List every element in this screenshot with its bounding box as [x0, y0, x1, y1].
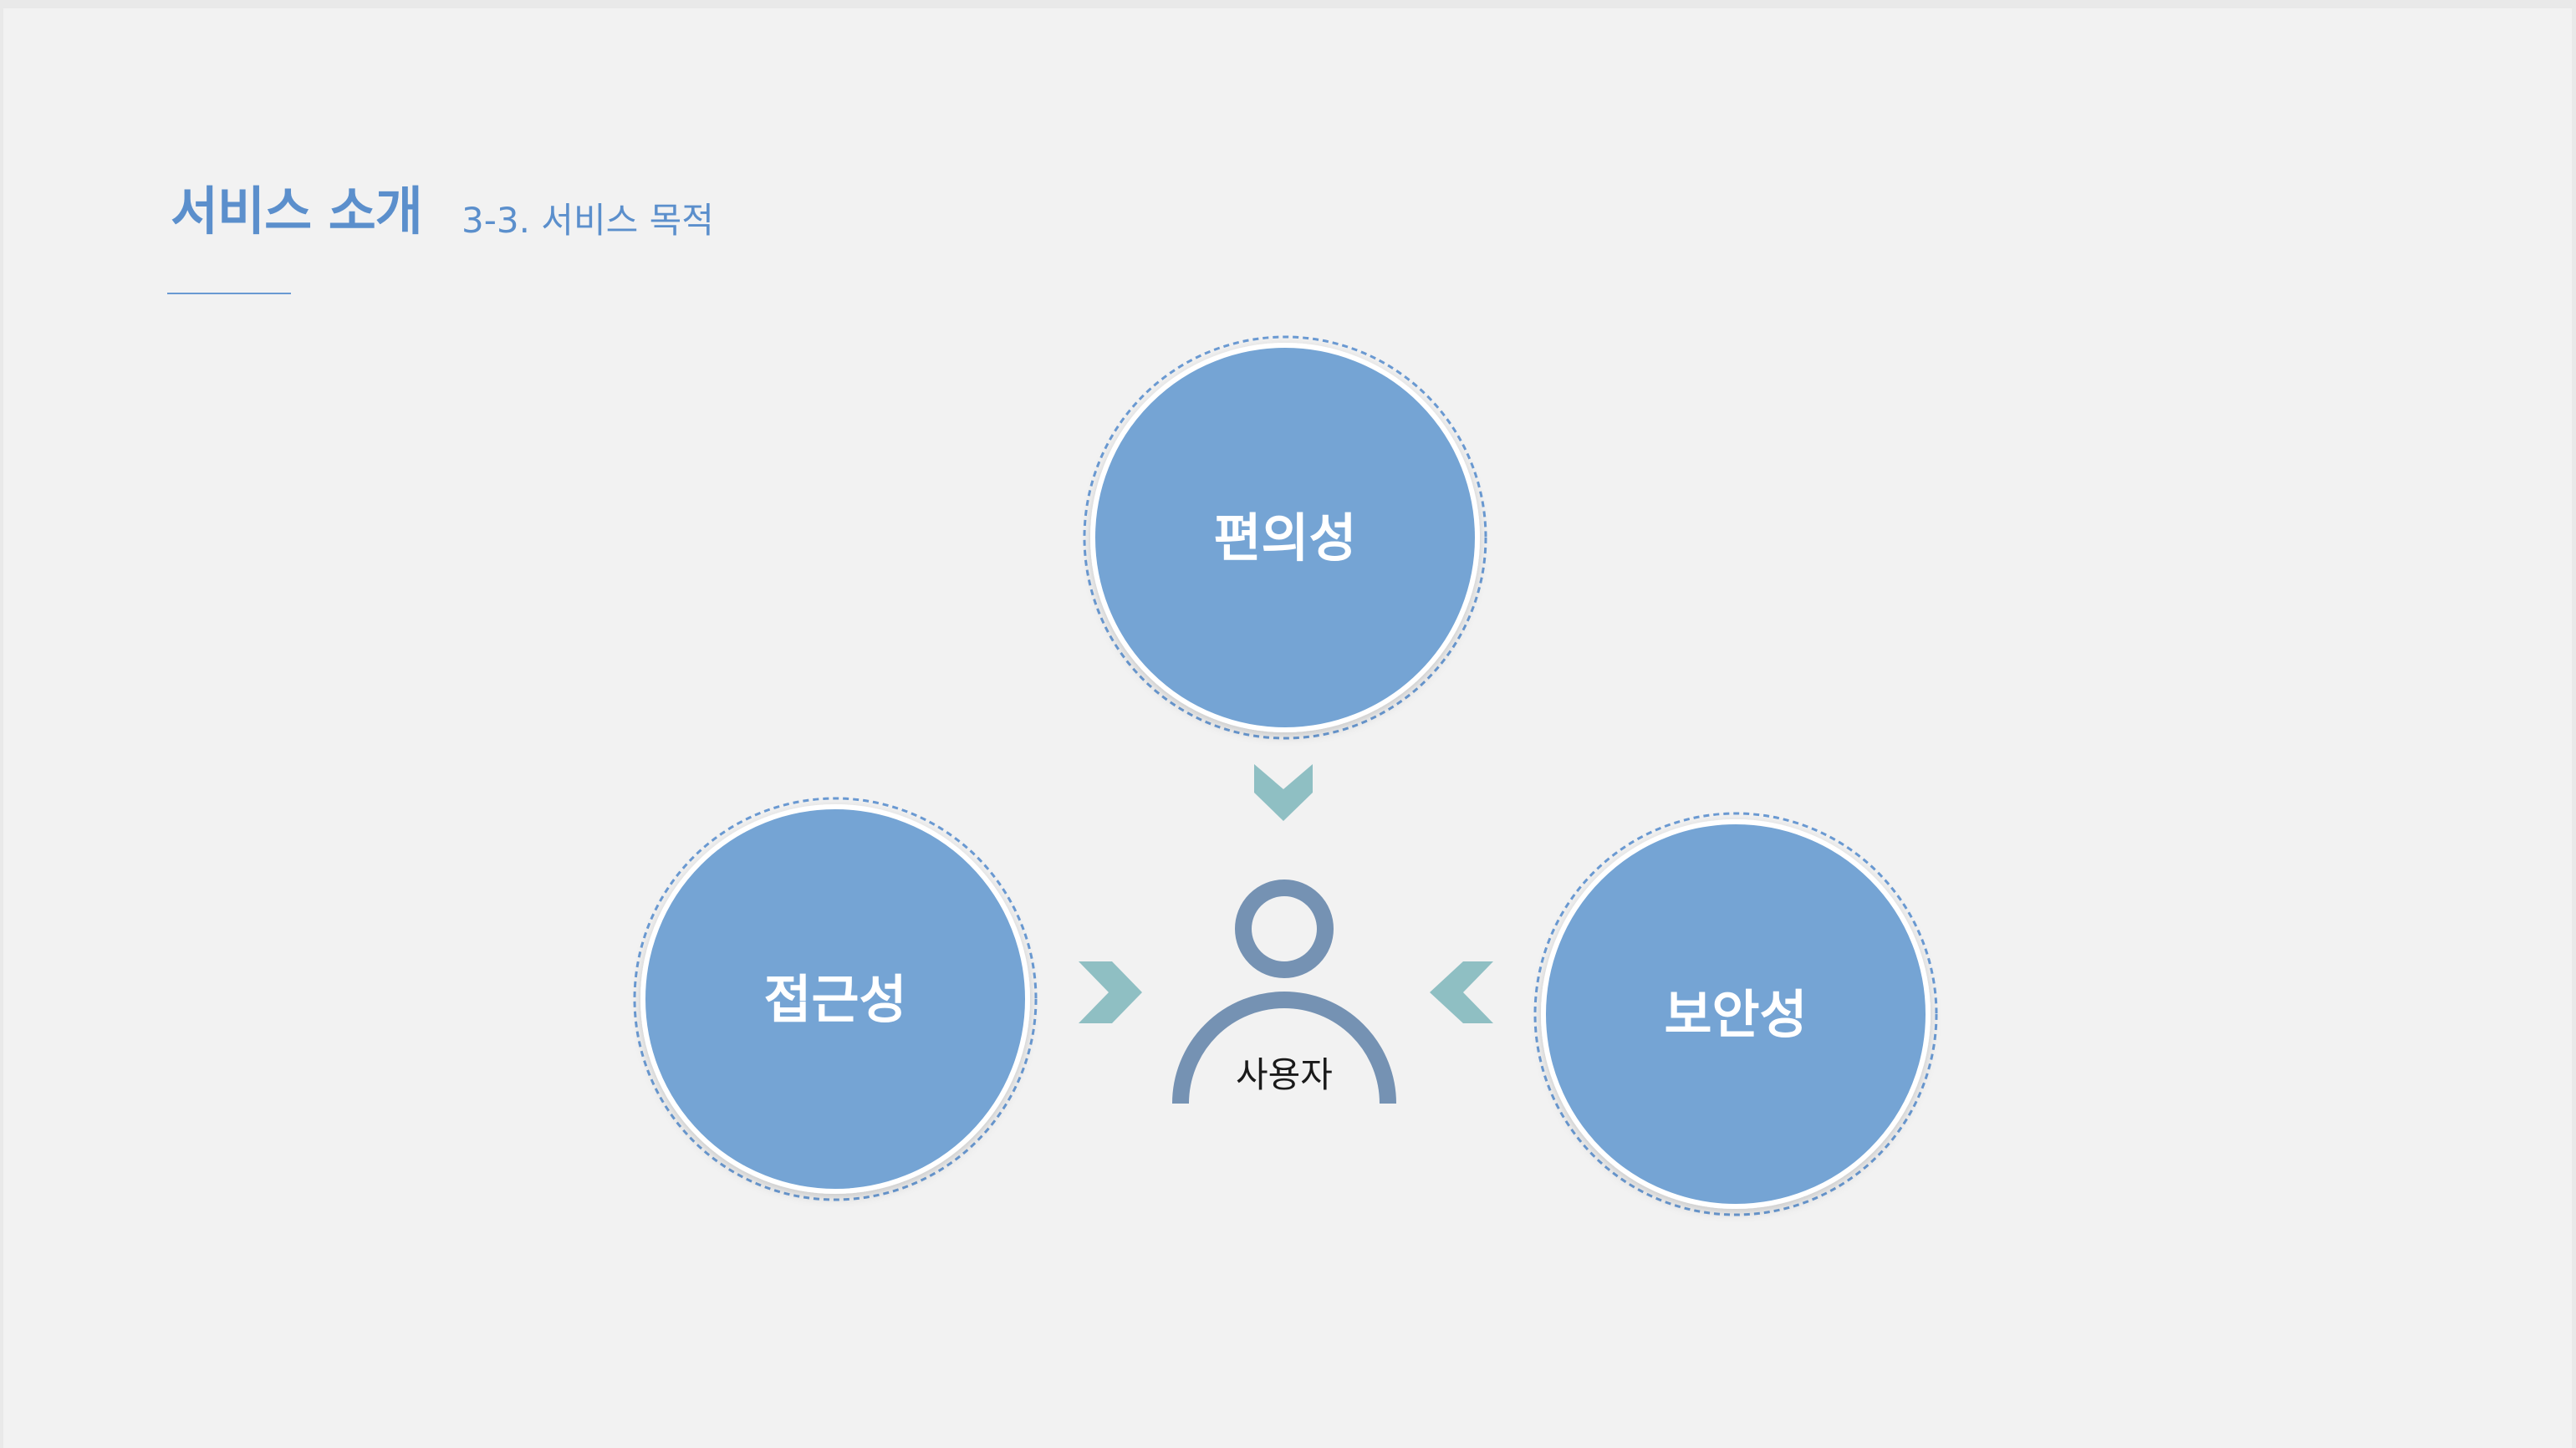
accessibility-label: 접근성 — [763, 969, 906, 1030]
convenience-label: 편의성 — [1213, 507, 1356, 568]
slide-title: 서비스 소개 — [171, 181, 423, 242]
accessibility-circle: 접근성 — [633, 797, 1038, 1201]
title-underline — [167, 293, 291, 294]
arrow-right-icon — [1079, 961, 1142, 1023]
convenience-circle: 편의성 — [1083, 335, 1487, 740]
arrow-down-icon — [1254, 764, 1313, 821]
security-label: 보안성 — [1664, 984, 1807, 1045]
slide: 서비스 소개 3-3. 서비스 목적 편의성 접근성 보안성 — [3, 8, 2572, 1448]
purpose-diagram: 편의성 접근성 보안성 사용자 — [633, 335, 1938, 1216]
security-circle: 보안성 — [1533, 812, 1938, 1216]
slide-subtitle: 3-3. 서비스 목적 — [462, 200, 714, 241]
user-icon — [1172, 880, 1396, 1104]
user-label: 사용자 — [1236, 1054, 1333, 1095]
arrow-left-icon — [1430, 961, 1493, 1023]
